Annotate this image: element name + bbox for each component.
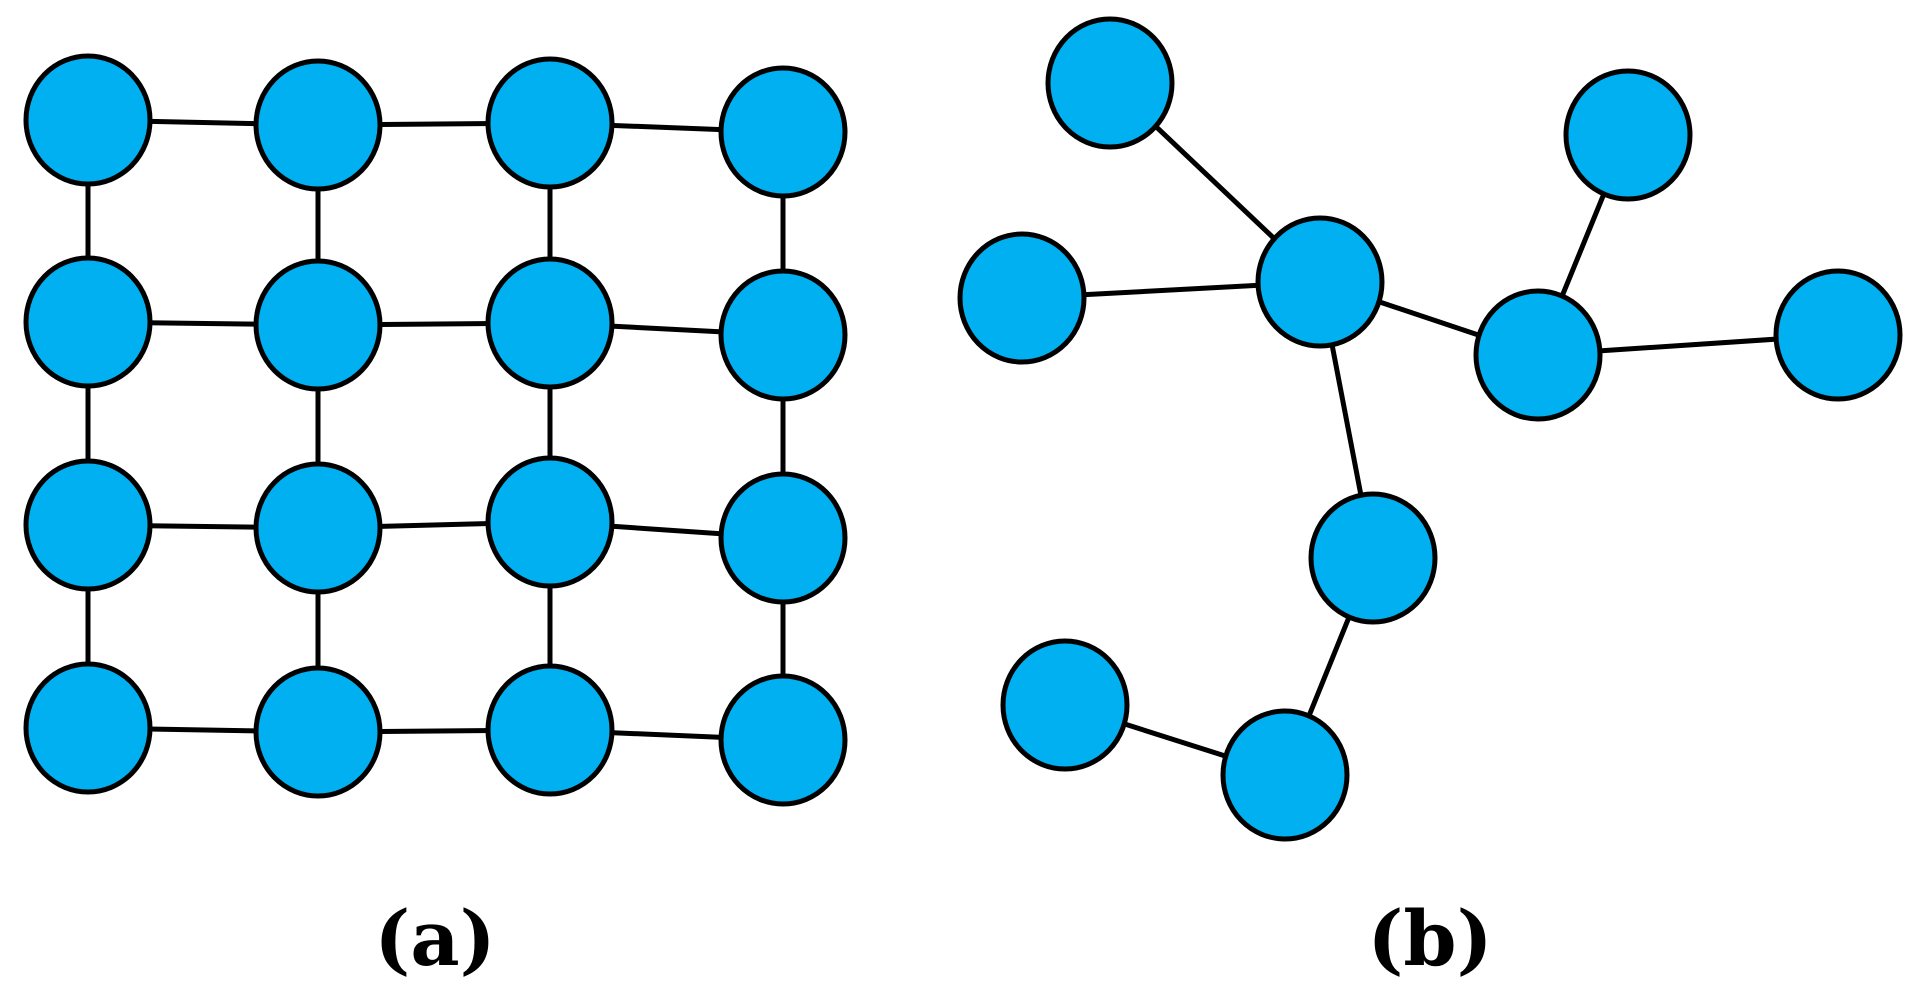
grid-node-r1-c1	[23, 53, 153, 187]
grid-node-r1-c2	[253, 58, 383, 192]
panel-b-nodes	[957, 16, 1903, 842]
grid-node-r2-c3	[485, 256, 615, 390]
grid-node-r4-c3	[485, 663, 615, 797]
grid-node-r2-c4	[718, 268, 848, 402]
panel-a-graph	[23, 53, 848, 807]
tree-node-top	[1045, 16, 1175, 150]
panel-b-edges	[1021, 81, 1839, 778]
grid-node-r3-c2	[253, 461, 383, 595]
panel-a-edges	[85, 117, 786, 743]
tree-node-mid	[1308, 491, 1438, 625]
tree-node-topRight	[1563, 68, 1693, 202]
grid-node-r2-c1	[23, 255, 153, 389]
panel-b-caption: (b)	[1367, 894, 1492, 983]
grid-node-r3-c1	[23, 458, 153, 592]
tree-node-bottom	[1220, 708, 1350, 842]
panel-a-nodes	[23, 53, 848, 807]
grid-node-r2-c2	[253, 258, 383, 392]
panel-b-graph	[957, 16, 1903, 842]
tree-node-left	[957, 231, 1087, 365]
tree-node-hub	[1255, 215, 1385, 349]
panel-a-caption: (a)	[374, 894, 495, 983]
grid-node-r4-c4	[718, 673, 848, 807]
grid-node-r1-c4	[718, 65, 848, 199]
tree-node-right	[1473, 288, 1603, 422]
grid-node-r3-c4	[718, 471, 848, 605]
tree-node-bottomLeft	[1000, 638, 1130, 772]
grid-node-r4-c1	[23, 661, 153, 795]
grid-node-r4-c2	[253, 665, 383, 799]
grid-node-r3-c3	[485, 455, 615, 589]
tree-node-farRight	[1773, 268, 1903, 402]
grid-node-r1-c3	[485, 56, 615, 190]
